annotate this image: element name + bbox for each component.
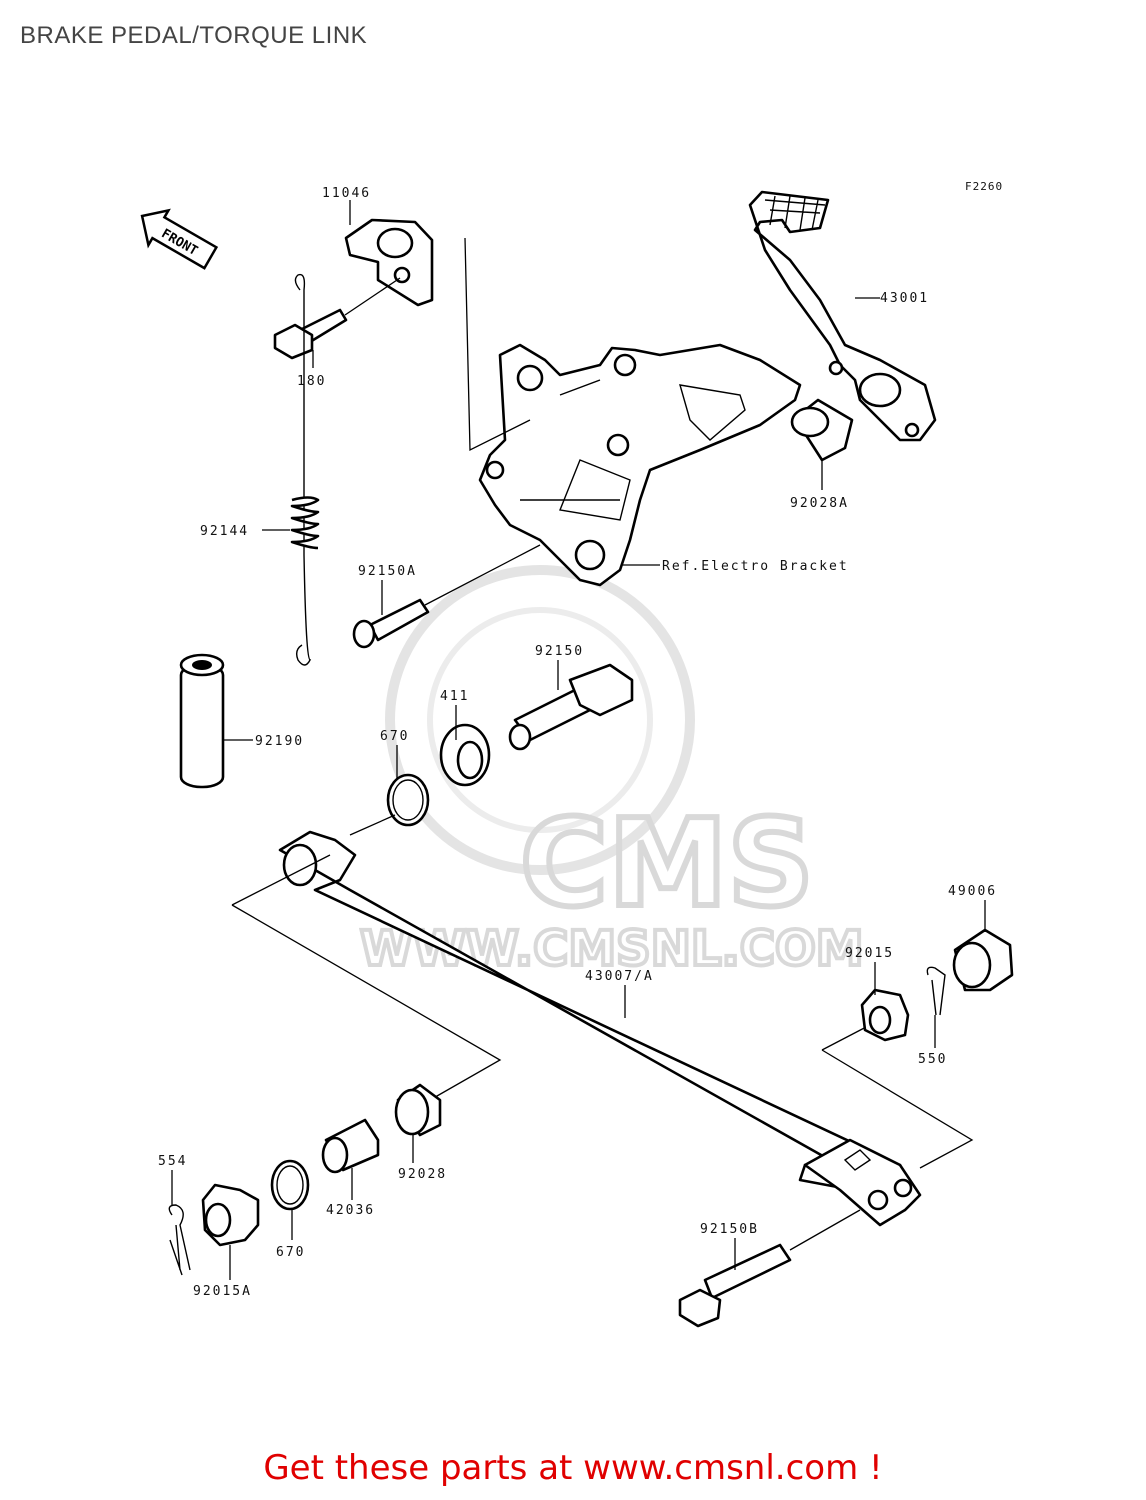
front-arrow-icon <box>140 208 219 270</box>
part-550-cotter-pin <box>926 966 946 1016</box>
label-670-lower: 670 <box>276 1245 305 1260</box>
front-arrow: FRONT <box>140 208 219 270</box>
label-ref-electro-bracket: Ref.Electro Bracket <box>662 559 849 574</box>
part-92150B-bolt <box>678 1209 861 1328</box>
part-bracket-assembly <box>478 343 802 587</box>
label-180: 180 <box>297 374 326 389</box>
part-554-clip <box>168 1204 191 1276</box>
part-92150A-pin <box>352 544 541 649</box>
part-92190-sleeve <box>179 653 225 789</box>
label-92144: 92144 <box>200 524 249 539</box>
part-43001-brake-pedal <box>748 190 937 442</box>
leader-link-left <box>231 904 502 1101</box>
part-92028-bushing <box>394 1083 442 1137</box>
label-92015: 92015 <box>845 946 894 961</box>
label-92028: 92028 <box>398 1167 447 1182</box>
label-11046: 11046 <box>322 186 371 201</box>
part-92015-nut <box>860 988 910 1042</box>
label-leaders <box>171 200 986 1280</box>
page-title: BRAKE PEDAL/TORQUE LINK <box>20 22 368 49</box>
part-92150-bolt <box>508 663 634 751</box>
part-670-oring-upper <box>349 773 430 836</box>
label-42036: 42036 <box>326 1203 375 1218</box>
watermark-mascot-outline <box>385 565 695 875</box>
part-92028A-bushing <box>790 398 854 462</box>
watermark-mascot-face <box>427 607 653 833</box>
leader-link-left-top <box>231 854 331 906</box>
watermark-logo: CMS <box>520 795 814 934</box>
label-92028A: 92028A <box>790 496 849 511</box>
part-42036-collar <box>321 1118 380 1174</box>
label-550: 550 <box>918 1052 947 1067</box>
part-180-bolt <box>273 277 401 360</box>
leader-link-right <box>821 1049 974 1169</box>
part-411-washer <box>439 723 491 787</box>
label-92190: 92190 <box>255 734 304 749</box>
label-43007A: 43007/A <box>585 969 654 984</box>
leader-11046 <box>464 237 531 452</box>
label-670-upper: 670 <box>380 729 409 744</box>
label-92015A: 92015A <box>193 1284 252 1299</box>
part-92144-spring <box>290 273 320 666</box>
label-92150A: 92150A <box>358 564 417 579</box>
footer-link[interactable]: Get these parts at www.cmsnl.com ! <box>263 1448 883 1488</box>
part-49006-cap <box>952 928 1014 992</box>
cms-watermark: CMS WWW.CMSNL.COM <box>358 565 866 979</box>
part-670-oring-lower <box>270 1159 310 1211</box>
label-554: 554 <box>158 1154 187 1169</box>
part-11046-clamp <box>344 218 434 307</box>
label-92150B: 92150B <box>700 1222 759 1237</box>
label-411: 411 <box>440 689 469 704</box>
leader-link-right-top <box>821 1024 871 1051</box>
figure-code: F2260 <box>965 180 1004 193</box>
label-49006: 49006 <box>948 884 997 899</box>
label-92150: 92150 <box>535 644 584 659</box>
part-92015A-nut <box>201 1183 260 1247</box>
label-43001: 43001 <box>880 291 929 306</box>
